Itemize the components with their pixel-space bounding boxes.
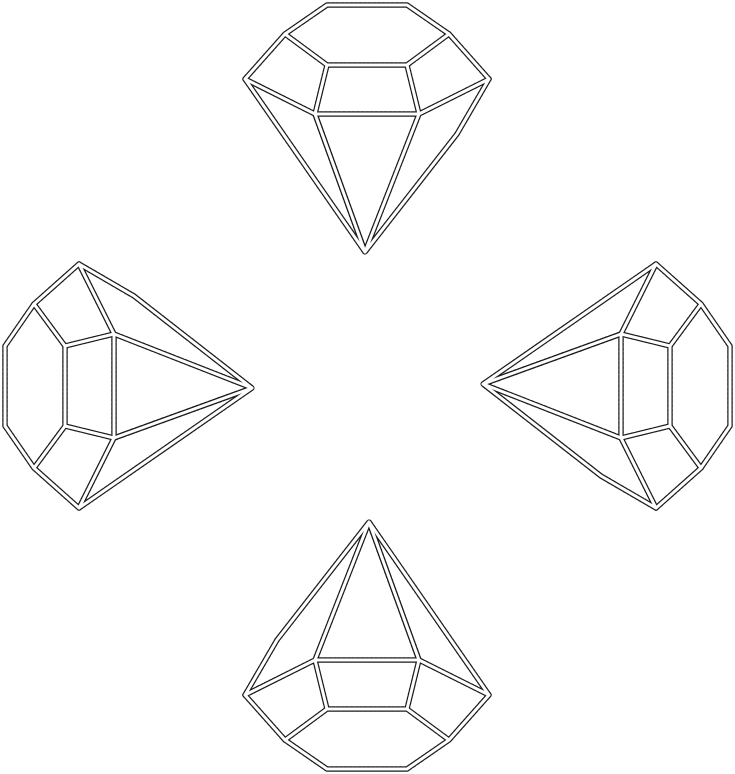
diamond-icon <box>245 522 489 769</box>
diamond-icon <box>5 264 252 508</box>
diamond-icon <box>483 264 730 508</box>
diamond-icon <box>245 5 489 252</box>
